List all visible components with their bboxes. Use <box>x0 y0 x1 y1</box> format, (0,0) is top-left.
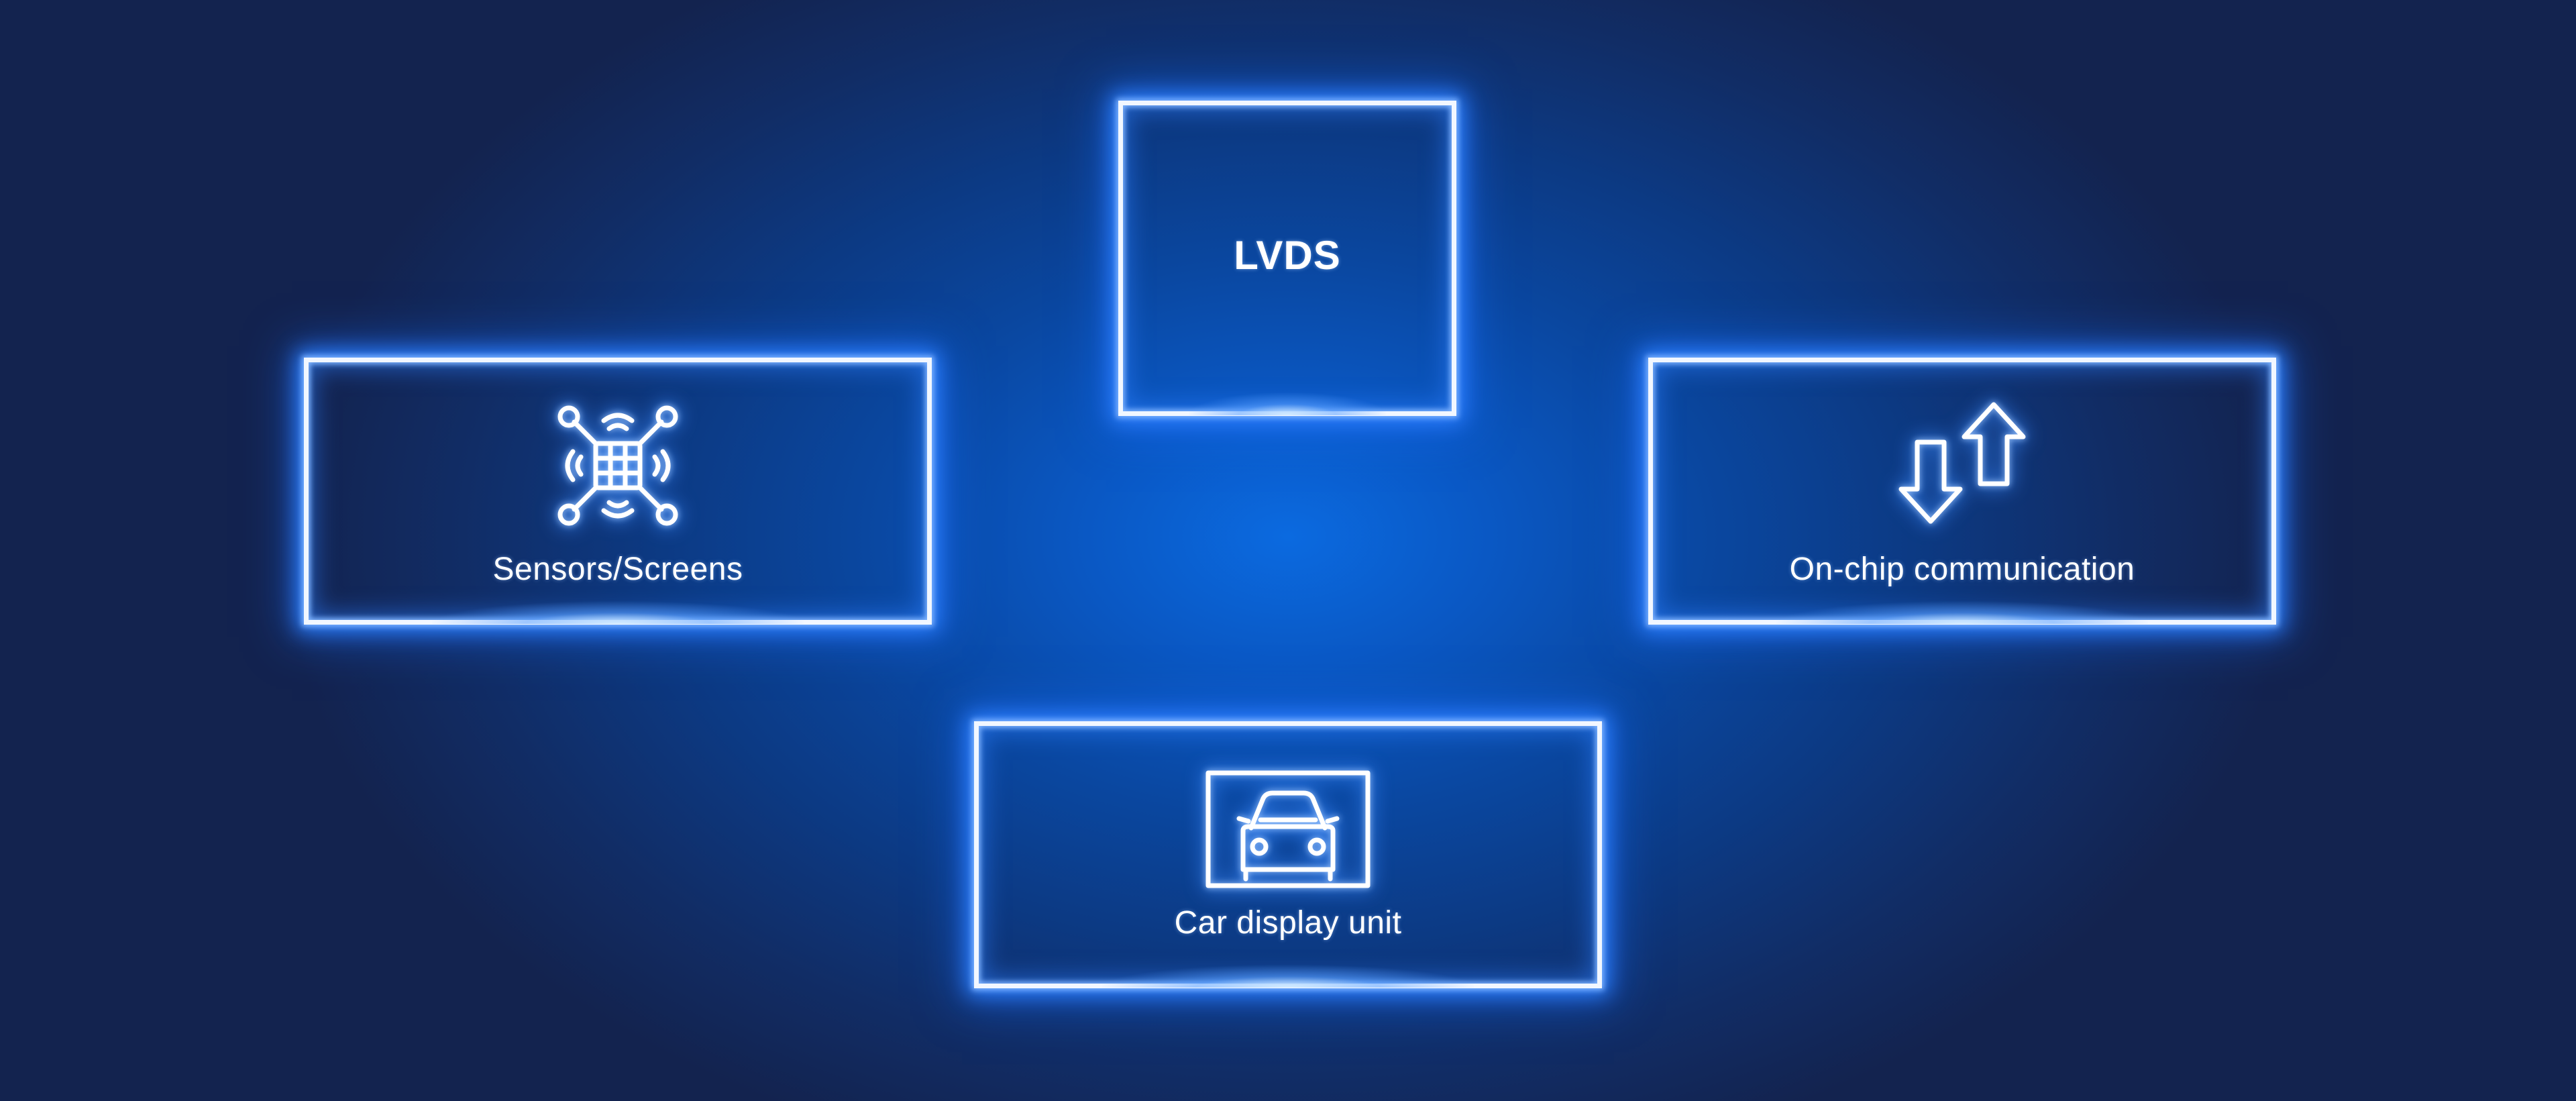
center-label: LVDS <box>1234 232 1341 278</box>
node-label-car-display: Car display unit <box>1174 904 1402 941</box>
sensor-chip-icon <box>547 395 688 536</box>
node-box-onchip: On-chip communication <box>1648 358 2276 625</box>
up-down-arrows-icon <box>1892 395 2033 536</box>
node-box-car-display: Car display unit <box>974 721 1602 988</box>
node-label-onchip: On-chip communication <box>1789 551 2135 587</box>
node-box-sensors: Sensors/Screens <box>304 358 932 625</box>
center-box-lvds: LVDS <box>1118 101 1456 416</box>
node-label-sensors: Sensors/Screens <box>492 551 743 587</box>
car-display-icon <box>1204 769 1372 890</box>
